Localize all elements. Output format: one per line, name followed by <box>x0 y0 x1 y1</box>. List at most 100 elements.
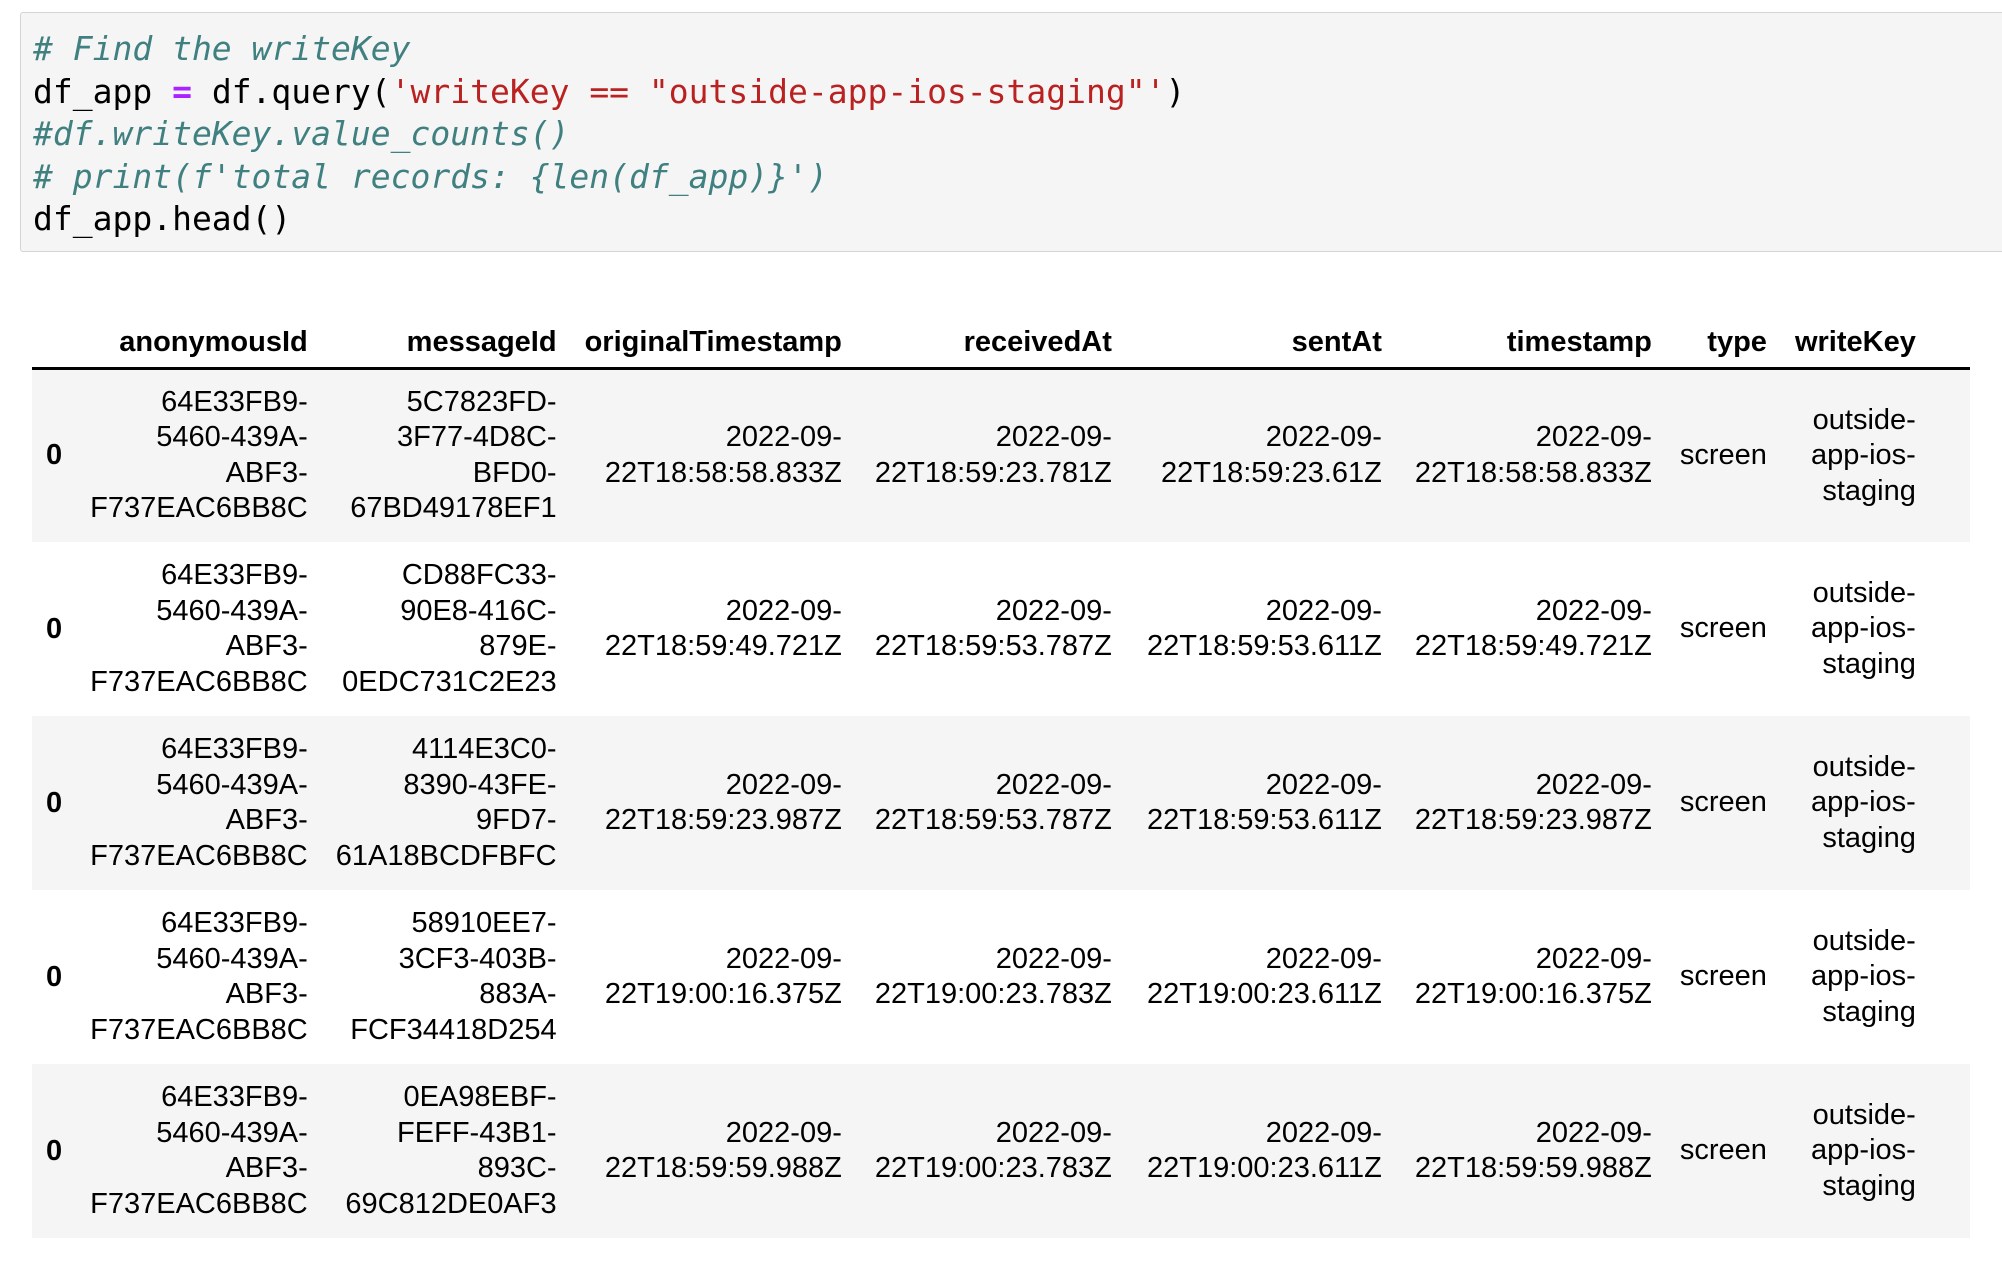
cell-text: 2022-09- <box>725 1116 842 1149</box>
cell-text: 2022-09- <box>1535 1116 1652 1149</box>
cell-text: ABF3- <box>225 1152 308 1184</box>
cell-text: 2022-09- <box>1535 768 1652 801</box>
cell-messageId: 0EA98EBF-FEFF-43B1-893C-69C812DE0AF3 <box>322 1064 571 1238</box>
code-line: # print(f'total records: {len(df_app)}') <box>33 156 2002 199</box>
cell-text: 22T18:59:23.987Z <box>1414 804 1652 836</box>
cell-text: 893C- <box>477 1152 557 1184</box>
cell-type: screen <box>1679 439 1767 471</box>
header-timestamp: timestamp <box>1395 300 1666 370</box>
cell-truncated <box>1930 716 1970 890</box>
cell-truncated <box>1930 368 1970 542</box>
cell-text: 2022-09- <box>1265 942 1382 975</box>
cell-text: 69C812DE0AF3 <box>345 1187 557 1220</box>
code-token-comment: #df.writeKey.value_counts() <box>33 114 570 153</box>
cell-text: 22T19:00:16.375Z <box>604 978 842 1010</box>
cell-sentAt: 2022-09-22T18:59:23.61Z <box>1126 368 1396 542</box>
cell-text: 64E33FB9- <box>161 1081 308 1113</box>
cell-text: 2022-09- <box>1535 594 1652 627</box>
header-originalTimestamp: originalTimestamp <box>570 300 856 370</box>
cell-text: 5C7823FD- <box>406 385 557 418</box>
cell-anonymousId: 64E33FB9-5460-439A-ABF3-F737EAC6BB8C <box>76 1064 322 1238</box>
cell-text: 22T18:59:53.611Z <box>1147 804 1382 836</box>
cell-text: 2022-09- <box>725 768 842 801</box>
header-truncated <box>1929 300 1970 370</box>
code-line: df_app.head() <box>33 198 2002 241</box>
cell-messageId: 5C7823FD-3F77-4D8C-BFD0-67BD49178EF1 <box>322 368 571 542</box>
row-index: 0 <box>46 786 63 819</box>
cell-text: ABF3- <box>225 804 308 836</box>
header-anonymousId: anonymousId <box>76 300 322 370</box>
cell-text: 22T18:59:53.611Z <box>1147 630 1382 662</box>
cell-timestamp: 2022-09-22T18:58:58.833Z <box>1396 368 1666 542</box>
cell-sentAt: 2022-09-22T19:00:23.611Z <box>1126 890 1396 1064</box>
cell-text: 2022-09- <box>1265 421 1382 454</box>
cell-text: F737EAC6BB8C <box>90 839 308 872</box>
code-token-comment: # print(f'total records: {len(df_app)}') <box>33 156 828 196</box>
cell-writeKey: outside-app-ios-staging <box>1781 1064 1930 1238</box>
cell-text: 8390-43FE- <box>403 768 557 801</box>
code-line: df_app = df.query('writeKey == "outside-… <box>33 71 2002 114</box>
cell-receivedAt: 2022-09-22T19:00:23.783Z <box>856 890 1126 1064</box>
cell-text: 2022-09- <box>1265 768 1382 801</box>
cell-timestamp: 2022-09-22T18:59:49.721Z <box>1396 542 1666 716</box>
code-token-plain: df_app.head() <box>33 199 292 238</box>
cell-receivedAt: 2022-09-22T18:59:53.787Z <box>856 542 1126 716</box>
cell-anonymousId: 64E33FB9-5460-439A-ABF3-F737EAC6BB8C <box>76 890 322 1064</box>
cell-text: 4114E3C0- <box>412 733 557 765</box>
cell-truncated <box>1930 890 1970 1064</box>
cell-text: 22T18:59:49.721Z <box>1414 630 1652 662</box>
cell-text: ABF3- <box>225 630 308 662</box>
cell-text: app-ios- <box>1811 1134 1916 1167</box>
cell-type: screen <box>1679 1134 1767 1167</box>
cell-text: outside- <box>1812 403 1916 436</box>
cell-text: 64E33FB9- <box>161 907 308 939</box>
cell-text: 2022-09- <box>1535 421 1652 454</box>
cell-text: 22T18:59:49.721Z <box>604 630 842 662</box>
cell-text: BFD0- <box>472 456 557 489</box>
code-line: #df.writeKey.value_counts() <box>33 113 2002 156</box>
cell-text: 22T18:59:53.787Z <box>874 804 1112 836</box>
cell-sentAt: 2022-09-22T18:59:53.611Z <box>1126 542 1396 716</box>
cell-originalTimestamp: 2022-09-22T18:59:59.988Z <box>571 1064 856 1238</box>
cell-text: 2022-09- <box>995 421 1112 454</box>
cell-text: 879E- <box>479 630 557 662</box>
header-messageId: messageId <box>321 300 571 370</box>
cell-truncated <box>1930 1064 1970 1238</box>
cell-text: staging <box>1822 647 1916 680</box>
cell-receivedAt: 2022-09-22T18:59:53.787Z <box>856 716 1126 890</box>
cell-text: app-ios- <box>1811 786 1916 819</box>
cell-anonymousId: 64E33FB9-5460-439A-ABF3-F737EAC6BB8C <box>76 368 322 542</box>
cell-text: 5460-439A- <box>156 768 308 801</box>
cell-originalTimestamp: 2022-09-22T18:59:49.721Z <box>571 542 856 716</box>
cell-text: 22T19:00:23.783Z <box>874 978 1112 1010</box>
cell-text: 67BD49178EF1 <box>350 492 557 525</box>
cell-text: F737EAC6BB8C <box>90 1013 308 1046</box>
header-type: type <box>1665 300 1781 370</box>
cell-text: 5460-439A- <box>156 1116 308 1149</box>
cell-originalTimestamp: 2022-09-22T18:59:23.987Z <box>571 716 856 890</box>
cell-anonymousId: 64E33FB9-5460-439A-ABF3-F737EAC6BB8C <box>76 542 322 716</box>
cell-text: 22T18:59:59.988Z <box>1414 1152 1652 1184</box>
cell-messageId: 4114E3C0-8390-43FE-9FD7-61A18BCDFBFC <box>322 716 571 890</box>
cell-text: 90E8-416C- <box>400 594 557 627</box>
cell-text: staging <box>1822 474 1916 507</box>
cell-text: 22T19:00:16.375Z <box>1414 978 1652 1010</box>
cell-text: 9FD7- <box>476 804 557 836</box>
cell-text: 61A18BCDFBFC <box>335 839 557 872</box>
cell-anonymousId: 64E33FB9-5460-439A-ABF3-F737EAC6BB8C <box>76 716 322 890</box>
cell-sentAt: 2022-09-22T19:00:23.611Z <box>1126 1064 1396 1238</box>
code-token-plain: df_app <box>33 71 173 111</box>
cell-text: 0EA98EBF- <box>403 1081 557 1113</box>
cell-text: 2022-09- <box>725 942 842 975</box>
cell-text: 2022-09- <box>1535 942 1652 975</box>
row-index: 0 <box>46 960 63 993</box>
cell-text: F737EAC6BB8C <box>90 665 308 698</box>
cell-text: outside- <box>1812 924 1916 957</box>
cell-receivedAt: 2022-09-22T19:00:23.783Z <box>856 1064 1126 1238</box>
code-token-op: = <box>172 71 192 111</box>
row-index: 0 <box>46 439 63 472</box>
cell-output: anonymousId messageId originalTimestamp … <box>32 300 1970 1238</box>
cell-text: ABF3- <box>225 978 308 1010</box>
